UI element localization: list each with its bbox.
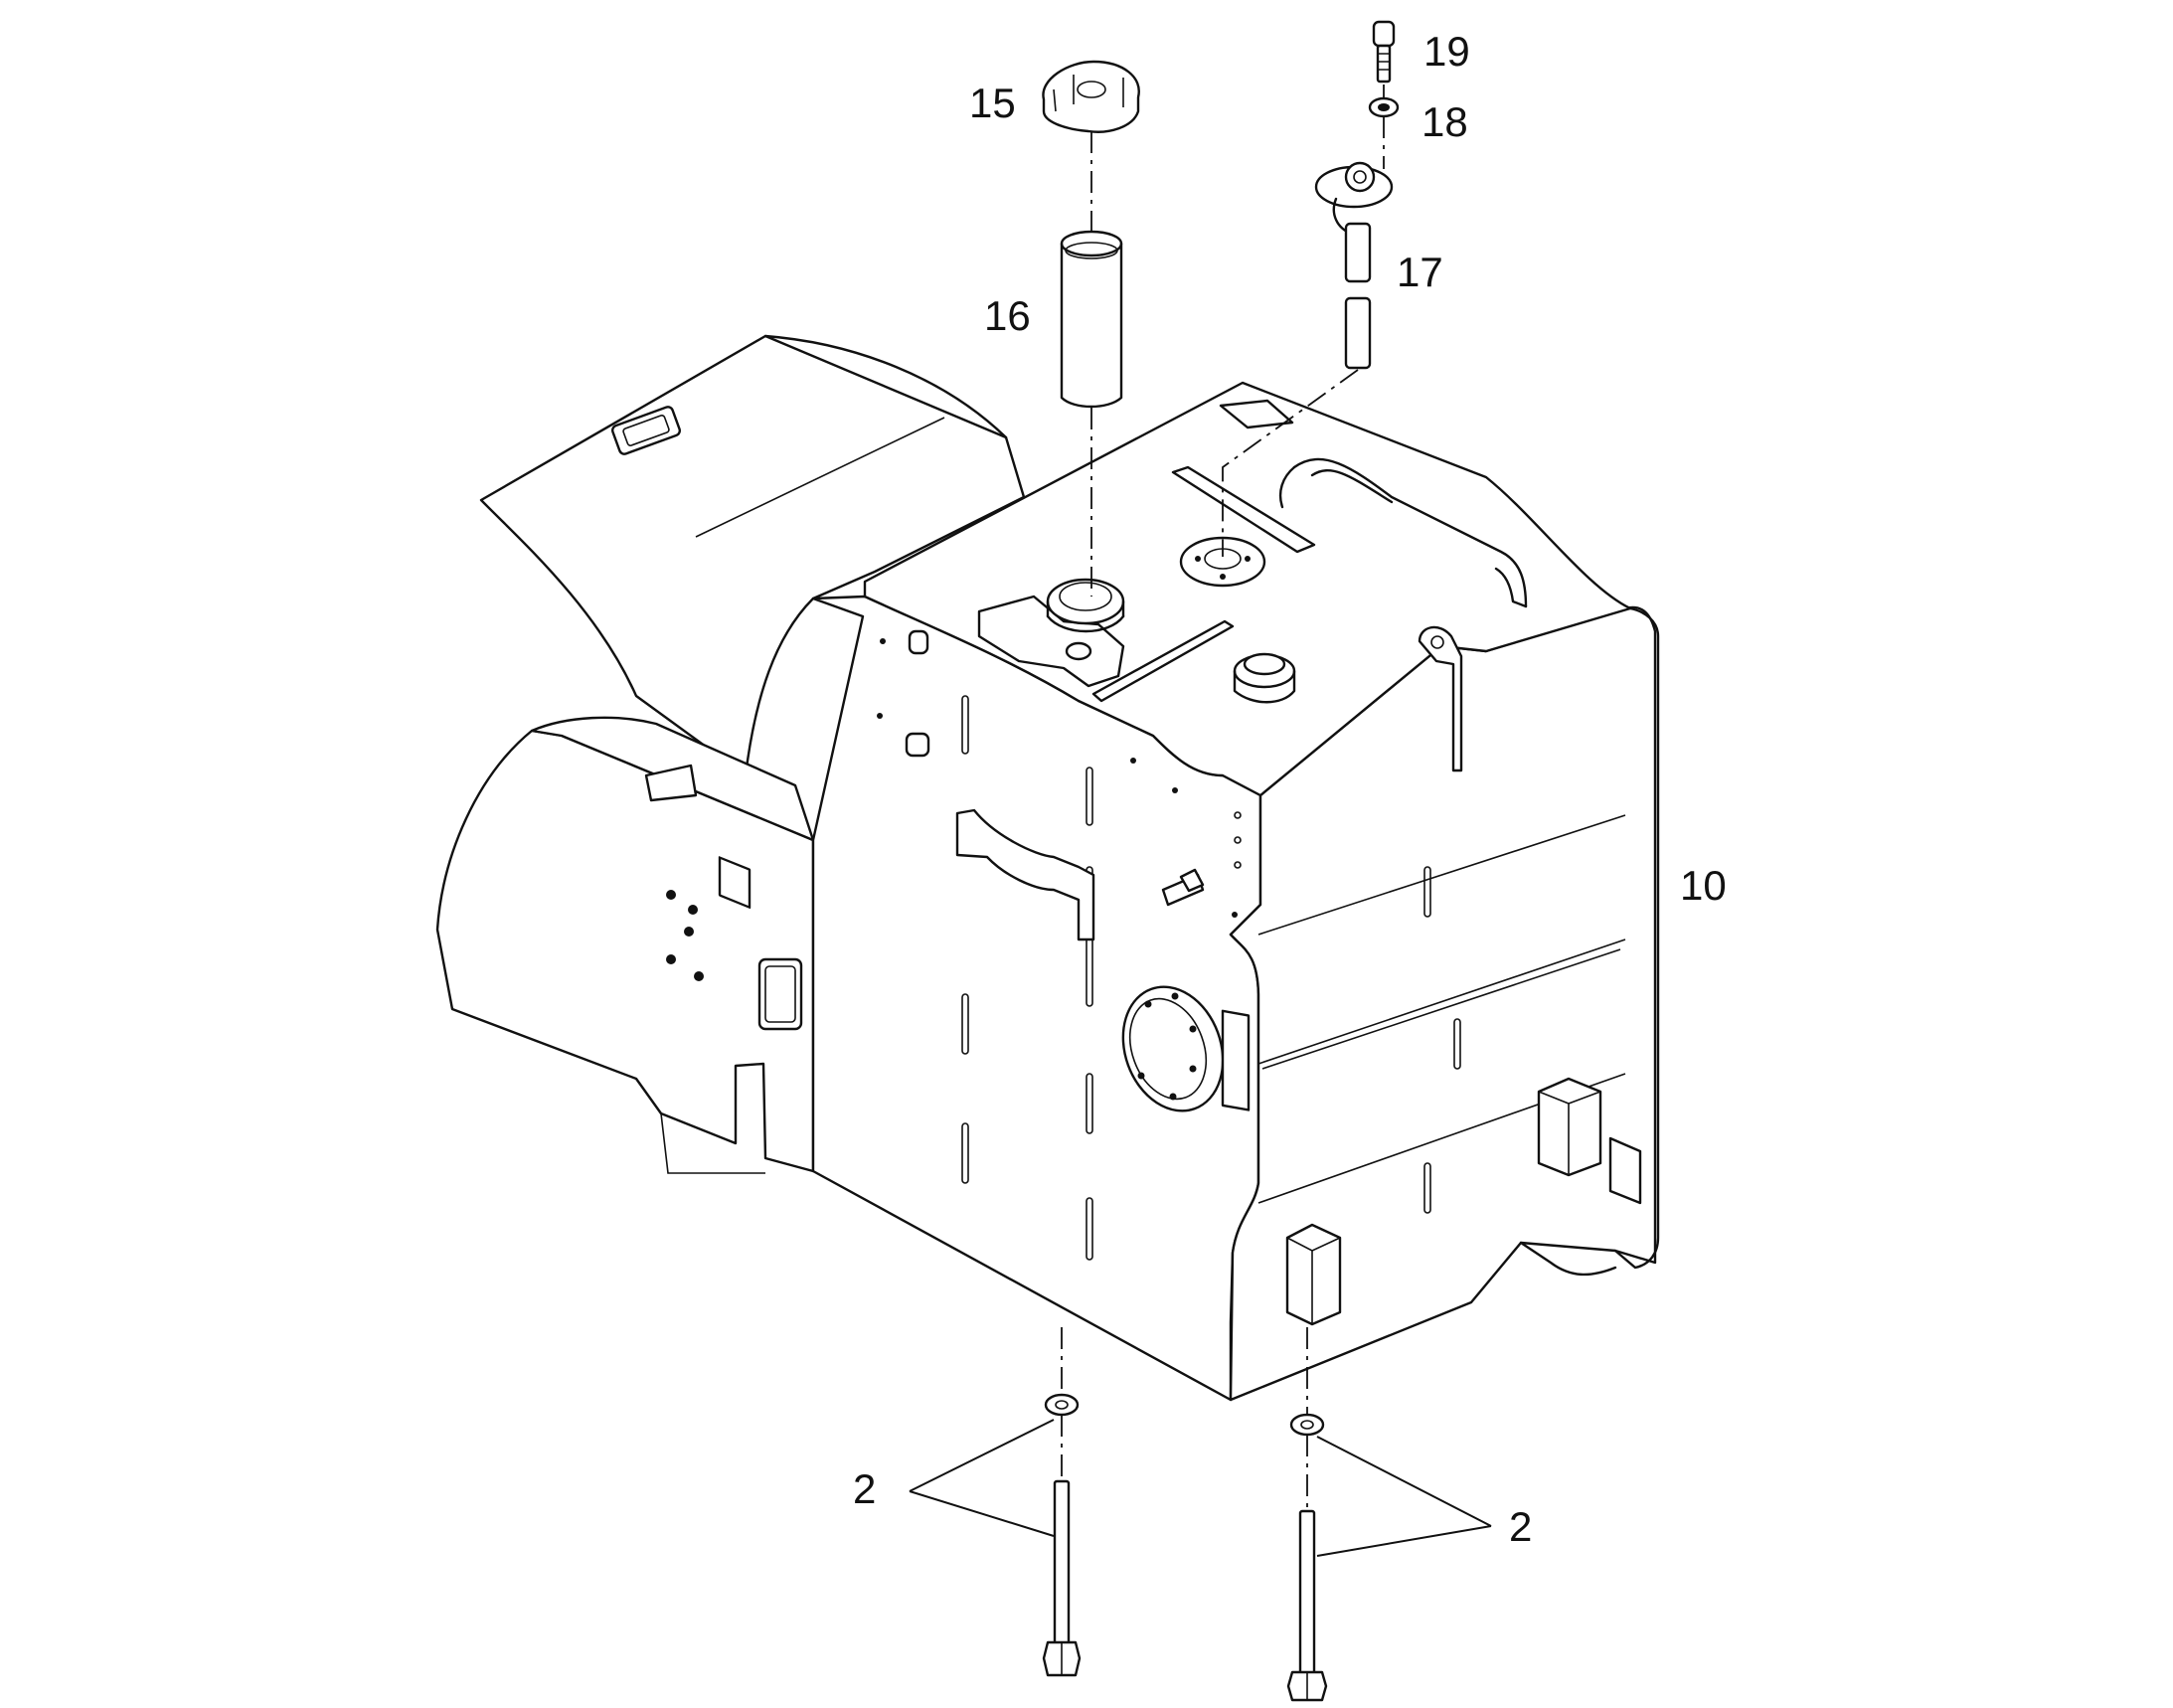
part-16-filler-tube: [1060, 230, 1123, 409]
callout-10: 10: [1680, 862, 1727, 909]
callout-15: 15: [969, 80, 1016, 126]
part-18-washer: [1368, 96, 1400, 118]
assembly-center-lines: [1061, 85, 1385, 1509]
callout-2-left: 2: [853, 1465, 876, 1512]
part-17-fuel-sender: [1314, 161, 1394, 370]
engine-hood: [479, 334, 1026, 777]
callout-2-right: 2: [1509, 1503, 1532, 1550]
callout-16: 16: [984, 292, 1031, 339]
part-15-filler-cap: [1042, 60, 1140, 133]
tank-assembly: [811, 381, 1660, 1402]
tank-top-details: [977, 399, 1528, 772]
part-19-screw: [1372, 20, 1396, 84]
callout-18: 18: [1421, 98, 1468, 145]
callout-19: 19: [1423, 28, 1470, 75]
callout-17: 17: [1397, 249, 1443, 295]
side-panel-left: [435, 716, 815, 1174]
part-2-bolt-right: [1286, 1413, 1328, 1702]
leader-lines: [909, 1419, 1492, 1557]
part-2-bolt-left: [1042, 1393, 1082, 1677]
